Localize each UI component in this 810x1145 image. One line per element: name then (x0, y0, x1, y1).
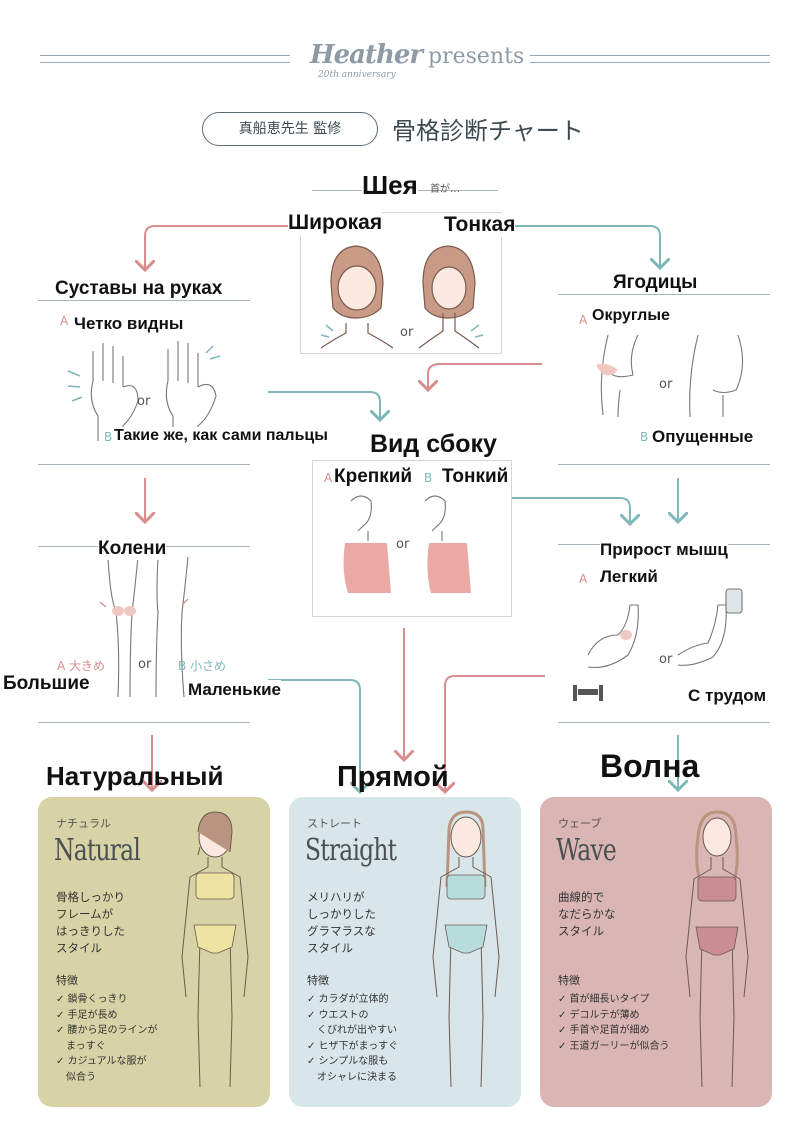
natural-description: 骨格しっかり フレームが はっきりした スタイル (56, 890, 125, 955)
side-view-illustration (343, 495, 471, 593)
wave-feature: ✓ 手首や足首が細め (558, 1025, 650, 1036)
knees-option-a: Большие (3, 673, 90, 695)
presents-text: presents (428, 44, 525, 69)
neck-faces-illustration (320, 245, 484, 349)
buttocks-option-b: Опущенные (652, 427, 754, 447)
muscle-option-a: Легкий (600, 567, 658, 587)
arm-a-letter: A (60, 314, 69, 328)
brand-logo: Heather (310, 40, 423, 70)
natural-feature: ✓ 鎖骨くっきり (56, 994, 128, 1005)
result-card-straight: ストレート Straight メリハリが しっかりした グラマラスな スタイル … (289, 797, 521, 1107)
result-card-wave: ウェーブ Wave 曲線的で なだらかな スタイル 特徴 ✓ 首が細長いタイプ … (540, 797, 772, 1107)
straight-kana: ストレート (307, 817, 362, 830)
side-view-a-letter: A (324, 471, 333, 485)
supervisor-badge: 真船恵先生 監修 (202, 112, 378, 146)
straight-description: メリハリが しっかりした グラマラスな スタイル (307, 890, 376, 955)
muscle-or: or (659, 652, 673, 667)
straight-english-title: Straight (305, 833, 397, 868)
straight-feature: ✓ カラダが立体的 (307, 994, 389, 1005)
wave-body-illustration (685, 810, 749, 1088)
result-card-natural: ナチュラル Natural 骨格しっかり フレームが はっきりした スタイル 特… (38, 797, 270, 1107)
arms-muscle-illustration (573, 588, 743, 701)
wave-feature: ✓ 王道ガーリーが似合う (558, 1040, 670, 1052)
knees-title: Колени (98, 538, 167, 560)
arm-or: or (137, 394, 151, 409)
knees-a-jp: A 大きめ (57, 659, 106, 673)
natural-features-list: ✓ 鎖骨くっきり ✓ 手足が長め ✓ 腰から足のラインが まっすぐ ✓ カジュア… (56, 992, 196, 1085)
neck-option-a: Широкая (288, 211, 383, 235)
muscle-gain-title: Прирост мышц (600, 540, 728, 560)
buttocks-option-a: Округлые (592, 307, 670, 325)
neck-option-b: Тонкая (444, 213, 516, 237)
side-view-b-letter: B (424, 471, 433, 485)
buttocks-title: Ягодицы (613, 272, 698, 294)
knees-option-b: Маленькие (188, 680, 281, 700)
side-view-title: Вид сбоку (370, 430, 497, 459)
straight-feature: ✓ シンプルな服も オシャレに決まる (307, 1056, 397, 1083)
natural-feature: ✓ 手足が長め (56, 1009, 118, 1021)
side-view-option-b: Тонкий (442, 466, 509, 488)
buttocks-b-letter: B (640, 430, 649, 444)
straight-features-list: ✓ カラダが立体的 ✓ ウエストの くびれが出やすい ✓ ヒザ下がまっすぐ ✓ … (307, 992, 447, 1085)
result-straight-title: Прямой (337, 761, 449, 793)
side-view-or: or (396, 537, 410, 552)
wave-feature: ✓ デコルテが薄め (558, 1009, 640, 1021)
arm-option-a: Четко видны (74, 314, 184, 334)
knees-illustration (99, 556, 189, 698)
hands-illustration (67, 341, 221, 441)
natural-body-illustration (181, 811, 249, 1088)
buttocks-illustration (596, 334, 744, 418)
neck-jp-prefix: 首が… (430, 184, 460, 195)
knees-or: or (138, 657, 152, 672)
natural-feature: ✓ カジュアルな服が 似合う (56, 1056, 147, 1083)
neck-title: Шея (362, 170, 418, 201)
wave-features-list: ✓ 首が細長いタイプ ✓ デコルテが薄め ✓ 手首や足首が細め ✓ 王道ガーリー… (558, 992, 698, 1054)
wave-description: 曲線的で なだらかな スタイル (558, 890, 616, 938)
straight-feature: ✓ ウエストの くびれが出やすい (307, 1009, 397, 1037)
wave-features-heading: 特徴 (558, 974, 580, 987)
knees-b-jp: B 小さめ (178, 659, 227, 673)
anniversary-text: 20th anniversary (318, 70, 396, 80)
arm-option-b: Такие же, как сами пальцы (114, 427, 328, 445)
side-view-option-a: Крепкий (334, 466, 413, 488)
wave-kana: ウェーブ (558, 817, 602, 830)
header-rule-right (530, 55, 770, 63)
arm-joints-title: Суставы на руках (55, 278, 223, 300)
header-rule-left (40, 55, 290, 63)
wave-feature: ✓ 首が細長いタイプ (558, 994, 650, 1005)
result-natural-title: Натуральный (46, 761, 224, 791)
result-wave-title: Волна (600, 748, 700, 784)
neck-or: or (400, 325, 414, 340)
muscle-a-letter: A (579, 572, 588, 586)
buttocks-a-letter: A (579, 313, 588, 327)
muscle-option-b: С трудом (688, 686, 767, 706)
natural-feature: ✓ 腰から足のラインが まっすぐ (56, 1025, 158, 1052)
wave-english-title: Wave (556, 833, 617, 868)
natural-kana: ナチュラル (56, 817, 111, 830)
natural-english-title: Natural (54, 833, 141, 868)
arm-b-letter: B (104, 430, 113, 444)
natural-features-heading: 特徴 (56, 974, 78, 987)
straight-features-heading: 特徴 (307, 974, 329, 987)
straight-body-illustration (432, 810, 500, 1088)
chart-title: 骨格診断チャート (392, 117, 584, 145)
straight-feature: ✓ ヒザ下がまっすぐ (307, 1040, 399, 1052)
buttocks-or: or (659, 377, 673, 392)
